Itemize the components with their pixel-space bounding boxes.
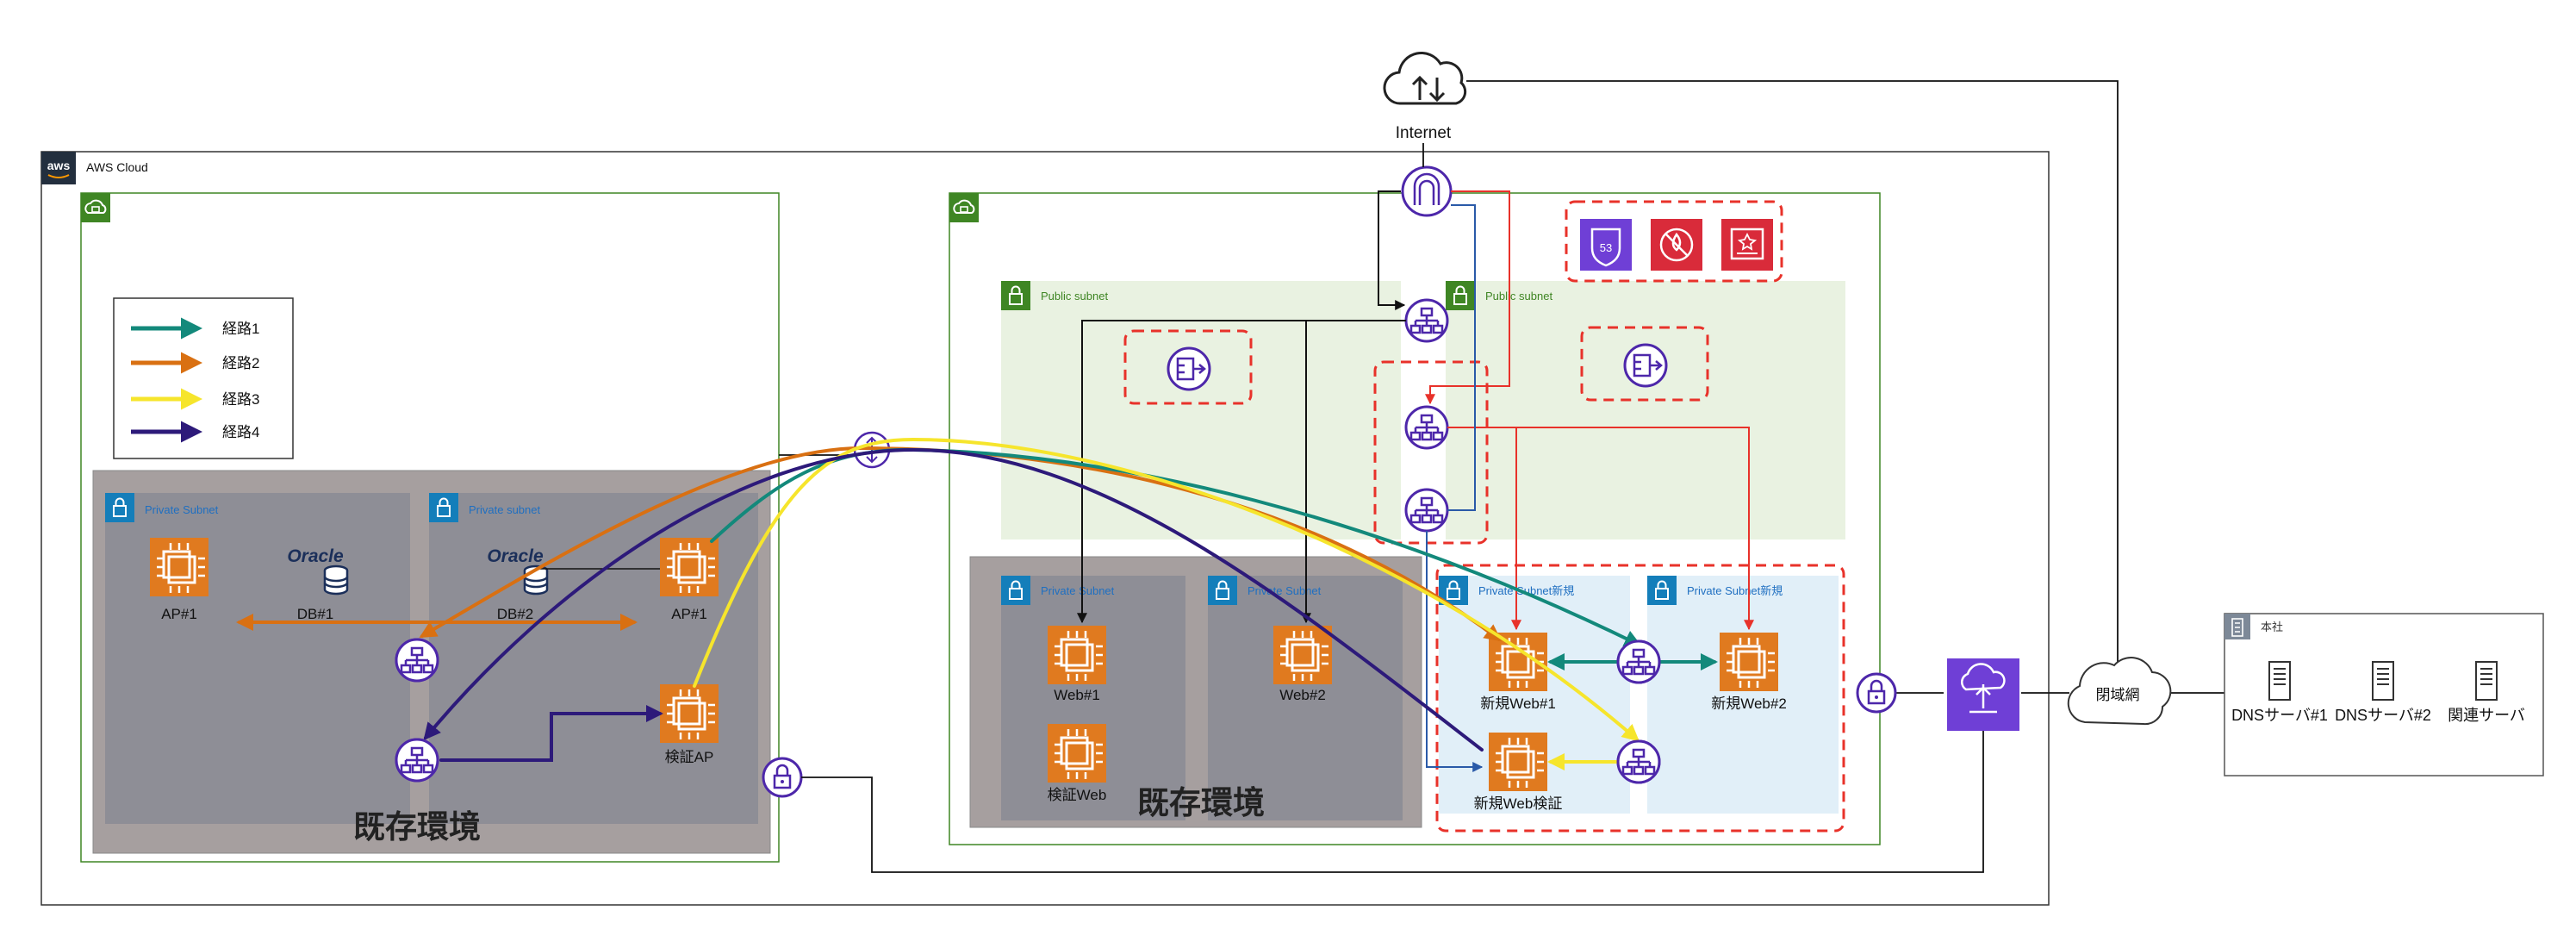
connectors bbox=[779, 80, 2224, 873]
new-private-subnet-2 bbox=[1647, 576, 1839, 814]
elb-left-1-icon bbox=[395, 638, 439, 683]
route53-icon: 53 bbox=[1580, 219, 1632, 271]
route3-arrow bbox=[693, 437, 1640, 742]
subnet-b-label: Private subnet bbox=[469, 503, 540, 516]
aws-logo-icon: aws bbox=[41, 152, 76, 184]
public-subnet-2 bbox=[1446, 281, 1845, 539]
left-existing-label: 既存環境 bbox=[353, 809, 481, 845]
firewall-icon bbox=[1651, 219, 1702, 271]
public-subnet-1-label: Public subnet bbox=[1041, 290, 1108, 302]
route-arrows bbox=[236, 437, 1718, 770]
direct-connect-icon bbox=[1947, 658, 2019, 731]
new-web2-label: 新規Web#2 bbox=[1711, 695, 1787, 712]
db2-label: DB#2 bbox=[497, 606, 534, 622]
aws-cloud-label: AWS Cloud bbox=[86, 160, 148, 174]
ap1-right-label: AP#1 bbox=[671, 606, 707, 622]
alb-new-icon bbox=[1404, 405, 1449, 450]
public-subnet-2-label: Public subnet bbox=[1485, 290, 1552, 302]
vpn-gateway-left-icon bbox=[762, 757, 803, 798]
lock-icon bbox=[1000, 280, 1031, 311]
highlight-new-env bbox=[1435, 564, 1845, 833]
ec2-web2-icon bbox=[1272, 624, 1334, 686]
ec2-verify-web-icon bbox=[1046, 722, 1108, 784]
dns-server2-label: DNSサーバ#2 bbox=[2335, 707, 2431, 724]
elb-new-2-icon bbox=[1616, 739, 1661, 784]
lock-icon bbox=[428, 492, 459, 523]
legend-label-route1: 経路1 bbox=[222, 321, 259, 337]
building-icon bbox=[2224, 614, 2250, 639]
nat-gateway-2-icon bbox=[1623, 343, 1668, 388]
new-subnet-1-label: Private Subnet新規 bbox=[1478, 584, 1574, 597]
legend-label-route4: 経路4 bbox=[222, 424, 259, 440]
highlight-natgw-2 bbox=[1580, 326, 1709, 402]
subnet-a-label: Private Subnet bbox=[145, 503, 219, 516]
dns-server1-icon bbox=[2268, 661, 2291, 701]
aws-logo-text: aws bbox=[47, 159, 71, 172]
internet-cloud-icon bbox=[1383, 52, 1467, 105]
alb-new-internal-icon bbox=[1404, 488, 1449, 533]
vpc-icon bbox=[949, 192, 980, 223]
highlight-security bbox=[1565, 200, 1783, 283]
verify-ap-label: 検証AP bbox=[665, 749, 714, 765]
right-subnet-1-label: Private Subnet bbox=[1041, 584, 1115, 597]
closed-network-cloud-icon bbox=[2067, 657, 2172, 726]
certificate-icon bbox=[1721, 219, 1773, 271]
nat-gateway-1-icon bbox=[1167, 346, 1211, 391]
ec2-verify-ap-icon bbox=[658, 683, 720, 745]
left-vpc bbox=[80, 192, 780, 863]
svg-text:53: 53 bbox=[1600, 241, 1612, 254]
highlight-albs bbox=[1373, 360, 1489, 545]
dns-server2-icon bbox=[2372, 661, 2394, 701]
ec2-new-verify-icon bbox=[1487, 731, 1549, 793]
db1-label: DB#1 bbox=[297, 606, 334, 622]
internet-label: Internet bbox=[1396, 124, 1452, 142]
related-server-label: 関連サーバ bbox=[2448, 707, 2525, 724]
route4-local-arrow bbox=[439, 705, 663, 762]
right-existing-label: 既存環境 bbox=[1137, 785, 1265, 820]
vpc-icon bbox=[80, 192, 111, 223]
lock-icon bbox=[1445, 280, 1476, 311]
vpn-gateway-right-icon bbox=[1856, 672, 1897, 714]
route1-arrow bbox=[710, 447, 1642, 646]
new-subnet-2-label: Private Subnet新規 bbox=[1687, 584, 1783, 597]
lock-icon bbox=[104, 492, 135, 523]
ap1-left-label: AP#1 bbox=[161, 606, 197, 622]
elb-new-1-icon bbox=[1616, 639, 1661, 684]
legend: 経路1 経路2 経路3 経路4 bbox=[113, 297, 294, 459]
highlight-natgw-1 bbox=[1123, 329, 1253, 405]
legend-label-route3: 経路3 bbox=[222, 391, 259, 408]
lock-icon bbox=[1000, 575, 1031, 606]
lock-icon bbox=[1646, 575, 1677, 606]
new-web1-label: 新規Web#1 bbox=[1480, 695, 1556, 712]
headquarters-label: 本社 bbox=[2261, 621, 2283, 633]
alb-public-icon bbox=[1404, 298, 1449, 343]
route4-arrow bbox=[423, 447, 1484, 752]
route2-arrow bbox=[419, 446, 1503, 642]
related-server-icon bbox=[2475, 661, 2498, 701]
public-subnet-1 bbox=[1001, 281, 1401, 539]
web1-label: Web#1 bbox=[1054, 687, 1100, 703]
web2-label: Web#2 bbox=[1279, 687, 1326, 703]
ec2-web1-icon bbox=[1046, 624, 1108, 686]
ec2-ap1-right-icon bbox=[658, 536, 720, 598]
ec2-new-web2-icon bbox=[1718, 631, 1780, 693]
elb-left-2-icon bbox=[395, 738, 439, 783]
legend-label-route2: 経路2 bbox=[222, 355, 259, 371]
dns-server1-label: DNSサーバ#1 bbox=[2231, 707, 2328, 724]
closed-network-label: 閉域網 bbox=[2096, 687, 2140, 703]
ec2-ap1-left-icon bbox=[148, 536, 210, 598]
verify-web-label: 検証Web bbox=[1048, 787, 1107, 803]
new-verify-label: 新規Web検証 bbox=[1474, 795, 1563, 812]
internet-gateway-icon bbox=[1401, 165, 1453, 217]
aws-cloud-group bbox=[40, 151, 2050, 906]
lock-icon bbox=[1207, 575, 1238, 606]
right-subnet-2-label: Private Subnet bbox=[1248, 584, 1322, 597]
